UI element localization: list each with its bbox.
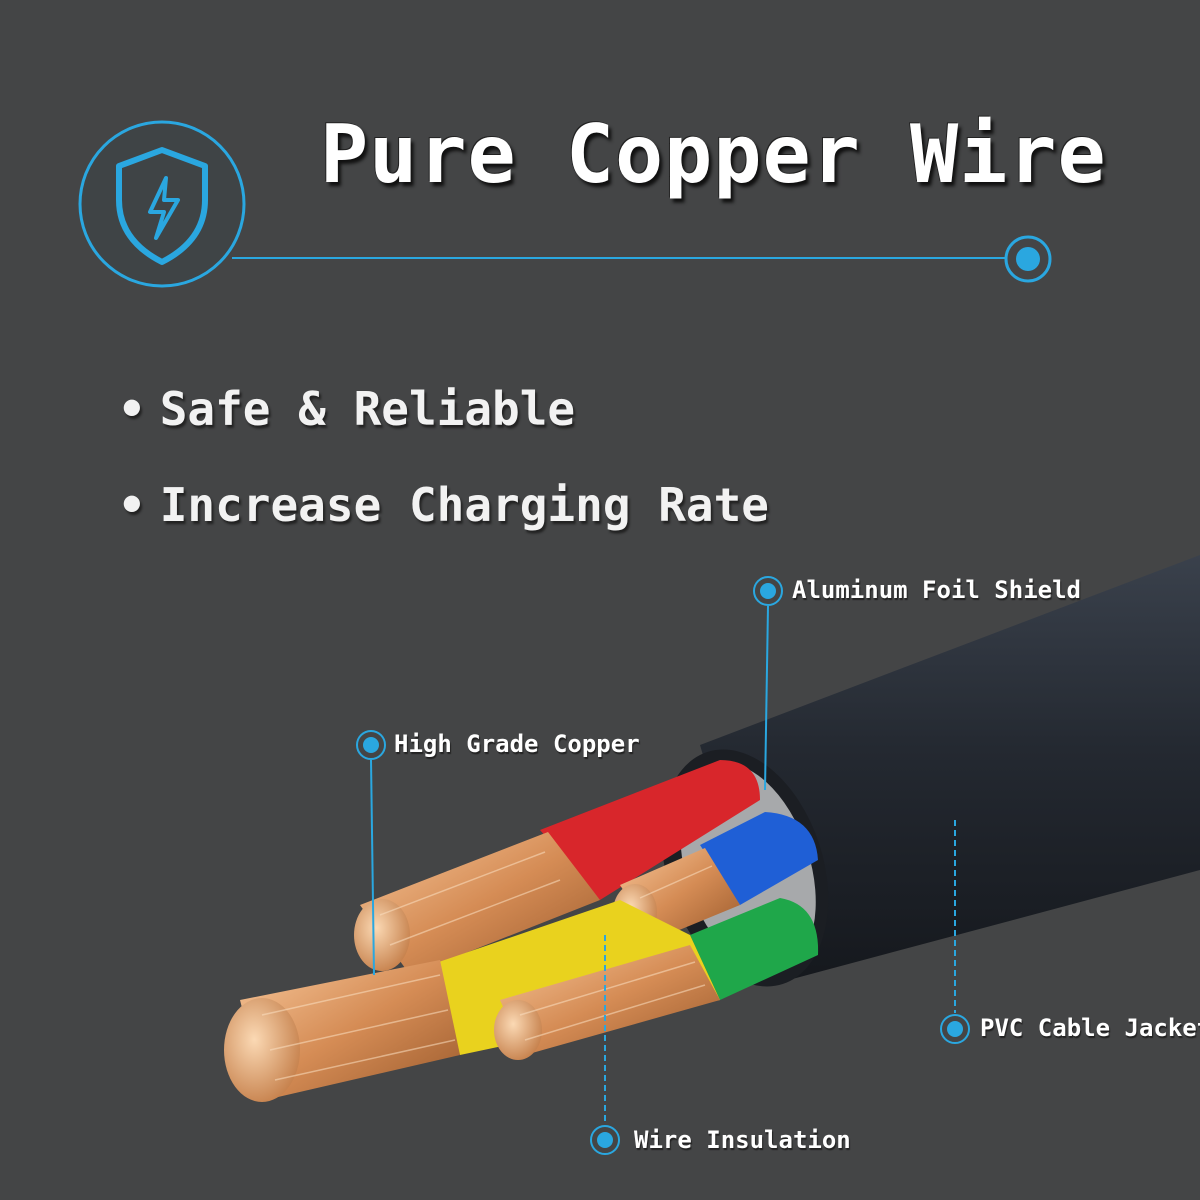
page-title: Pure Copper Wire bbox=[320, 108, 1107, 201]
feature-item: •Increase Charging Rate bbox=[118, 478, 769, 532]
feature-label: Safe & Reliable bbox=[159, 382, 576, 436]
callout-pvc-cable-jacket: PVC Cable Jacket bbox=[980, 1014, 1200, 1042]
shield-lightning-icon bbox=[78, 120, 246, 288]
callout-wire-insulation: Wire Insulation bbox=[634, 1126, 851, 1154]
bullet-dot: • bbox=[118, 478, 146, 532]
callout-aluminum-foil-shield: Aluminum Foil Shield bbox=[792, 576, 1081, 604]
callout-high-grade-copper: High Grade Copper bbox=[394, 730, 640, 758]
feature-item: •Safe & Reliable bbox=[118, 382, 575, 436]
feature-label: Increase Charging Rate bbox=[159, 478, 769, 532]
callout-markers bbox=[356, 576, 970, 1155]
cable-illustration bbox=[224, 555, 1200, 1102]
bullet-dot: • bbox=[118, 382, 146, 436]
title-divider bbox=[232, 235, 1052, 283]
